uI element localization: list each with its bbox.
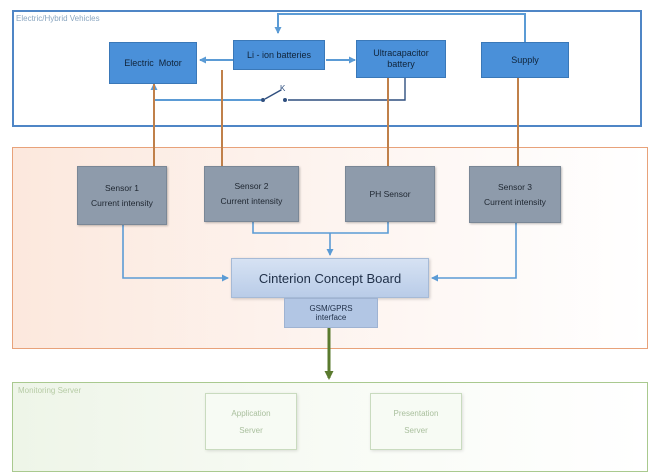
gsm-gprs-label: GSM/GPRS (309, 304, 353, 313)
supply-box: Supply (481, 42, 569, 78)
supply-feedback-line (274, 13, 526, 48)
li-ion-batteries-label: Li - ion batteries (246, 49, 312, 60)
ph-sensor-name: PH Sensor (369, 188, 411, 199)
sensor-1-measure: Current intensity (91, 197, 153, 208)
switch-lever (264, 89, 282, 100)
sensor-3-name: Sensor 3 (497, 181, 533, 192)
electric-motor-box: Electric Motor (109, 42, 197, 84)
ph-sensor-box: PH Sensor (345, 166, 435, 222)
switch-circuit-line (288, 78, 406, 101)
sensor-2-measure: Current intensity (220, 196, 283, 206)
sensor-3-measure: Current intensity (484, 196, 546, 207)
ultracapacitor-label-line1: Ultracapacitor (373, 48, 429, 58)
monitoring-panel (12, 382, 648, 472)
switch-to-motor-arrow (150, 83, 261, 101)
sensor3-to-board-arrow (431, 223, 517, 282)
cinterion-board-title: Cinterion Concept Board (258, 270, 402, 286)
sensor-3-box: Sensor 3 Current intensity (469, 166, 561, 223)
switch-contact-left (261, 98, 265, 102)
sensor1-to-board-arrow (122, 225, 229, 282)
gsm-gprs-interface-box: GSM/GPRS interface (284, 298, 378, 328)
sensor2-ph-merge-line (252, 222, 389, 234)
application-server-line1: Application (231, 408, 271, 418)
application-server-line2: Server (239, 425, 263, 435)
supply-label: Supply (511, 54, 539, 65)
ultracapacitor-label-line2: battery (387, 59, 415, 69)
sensor-1-name: Sensor 1 (104, 182, 140, 193)
sensor-1-box: Sensor 1 Current intensity (77, 166, 167, 225)
electric-motor-label: Electric Motor (124, 57, 182, 68)
presentation-server-line1: Presentation (393, 408, 439, 418)
presentation-server-line2: Server (404, 425, 428, 435)
vehicles-panel-label: Electric/Hybrid Vehicles (16, 14, 100, 23)
vehicles-panel (12, 10, 642, 127)
switch-label: K (280, 84, 286, 93)
cinterion-board-box: Cinterion Concept Board (231, 258, 429, 298)
monitoring-panel-label: Monitoring Server (18, 386, 82, 395)
li-ion-batteries-box: Li - ion batteries (233, 40, 325, 70)
application-server-box: Application Server (205, 393, 297, 450)
switch-contact-right (283, 98, 287, 102)
presentation-server-box: Presentation Server (370, 393, 462, 450)
interface-label: interface (315, 313, 347, 322)
ultracapacitor-box: Ultracapacitor battery (356, 40, 446, 78)
sensor-2-name: Sensor 2 (234, 181, 269, 191)
sensor-2-box: Sensor 2 Current intensity (204, 166, 299, 222)
